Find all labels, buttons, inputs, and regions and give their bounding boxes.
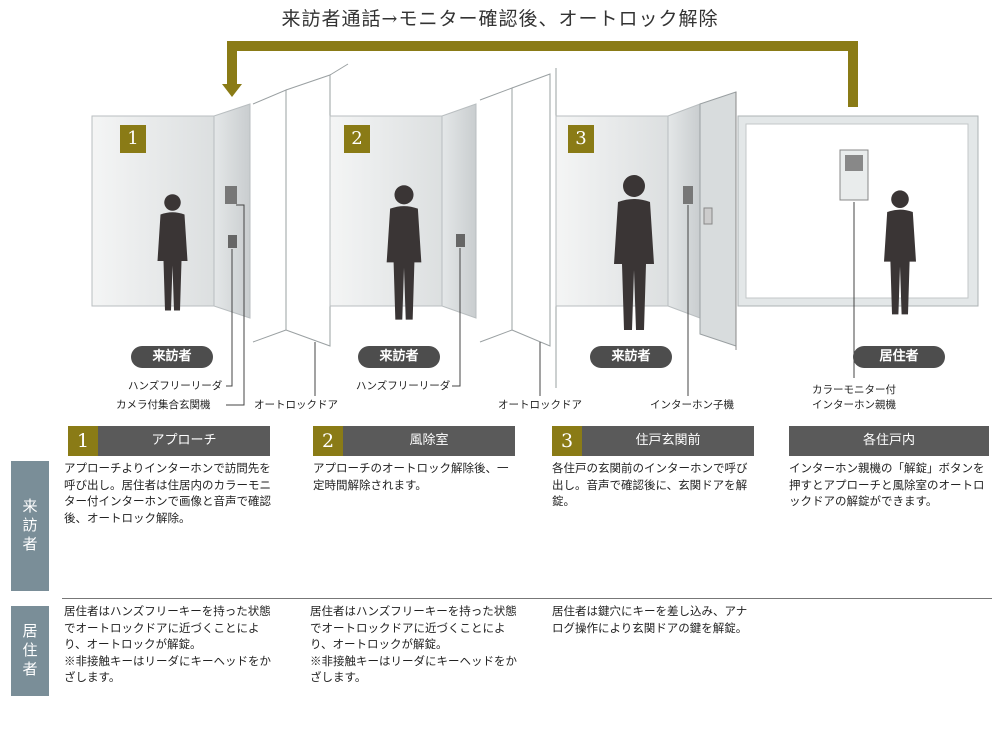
camera-panel-icon [225, 186, 237, 204]
step-1-number: 1 [68, 426, 98, 456]
step-2-title: 風除室 [409, 433, 449, 448]
label-autolock-1: オートロックドア [254, 399, 338, 411]
label-intercom-child: インターホン子機 [650, 399, 734, 411]
label-handsfree-2: ハンズフリーリーダ [356, 380, 451, 392]
step-header-2: 2 風除室 [313, 426, 515, 456]
label-camera-panel: カメラ付集合玄関機 [116, 399, 211, 411]
step-3-number: 3 [552, 426, 582, 456]
visitor-cell-1: アプローチよりインターホンで訪問先を呼び出し。居住者は住居内のカラーモニター付イ… [64, 461, 271, 525]
step-header-3: 3 住戸玄関前 [552, 426, 754, 456]
visitor-cell-4: インターホン親機の「解錠」ボタンを押すとアプローチと風除室のオートロックドアの解… [789, 461, 985, 508]
resident-cell-1: 居住者はハンズフリーキーを持った状態でオートロックドアに近づくことにより、オート… [64, 604, 271, 684]
visitor-cell-3: 各住戸の玄関前のインターホンで呼び出し。音声で確認後に、玄関ドアを解錠。 [552, 461, 748, 508]
label-monitor-line-2: インターホン親機 [812, 399, 896, 411]
resident-badge: 居住者 [853, 346, 945, 368]
scene-3-number: 3 [568, 125, 594, 153]
intercom-child-icon [683, 186, 693, 204]
visitor-badge-3: 来訪者 [590, 346, 672, 368]
label-handsfree-1: ハンズフリーリーダ [128, 380, 223, 392]
step-4-title: 各住戸内 [862, 433, 915, 448]
row-divider [62, 598, 992, 599]
scene-4-residence [737, 115, 979, 315]
scene-2-number: 2 [344, 125, 370, 153]
step-1-title: アプローチ [151, 433, 217, 448]
scene-1-approach [91, 63, 349, 347]
label-autolock-2: オートロックドア [498, 399, 582, 411]
handsfree-reader-icon [228, 235, 237, 248]
resident-cell-3: 居住者は鍵穴にキーを差し込み、アナログ操作により玄関ドアの鍵を解錠。 [552, 604, 748, 635]
step-header-4: 各住戸内 [789, 426, 989, 456]
diagram-title: 来訪者通話→モニター確認後、オートロック解除 [281, 8, 719, 30]
step-header-1: 1 アプローチ [68, 426, 270, 456]
visitor-cell-2: アプローチのオートロック解除後、一定時間解除されます。 [313, 461, 509, 492]
step-2-number: 2 [313, 426, 343, 456]
scene-1-number: 1 [120, 125, 146, 153]
row-label-resident: 居住者 [11, 606, 49, 696]
label-monitor-line-1: カラーモニター付 [812, 384, 896, 396]
row-label-visitor: 来訪者 [11, 461, 49, 591]
scene-2-windbreak [329, 68, 557, 388]
resident-cell-2: 居住者はハンズフリーキーを持った状態でオートロックドアに近づくことにより、オート… [310, 604, 517, 684]
handsfree-reader-icon-2 [456, 234, 465, 247]
callback-arrow [222, 41, 858, 107]
visitor-badge-1: 来訪者 [131, 346, 213, 368]
step-3-title: 住戸玄関前 [635, 433, 701, 448]
visitor-badge-2: 来訪者 [358, 346, 440, 368]
leader-lines [226, 202, 855, 406]
